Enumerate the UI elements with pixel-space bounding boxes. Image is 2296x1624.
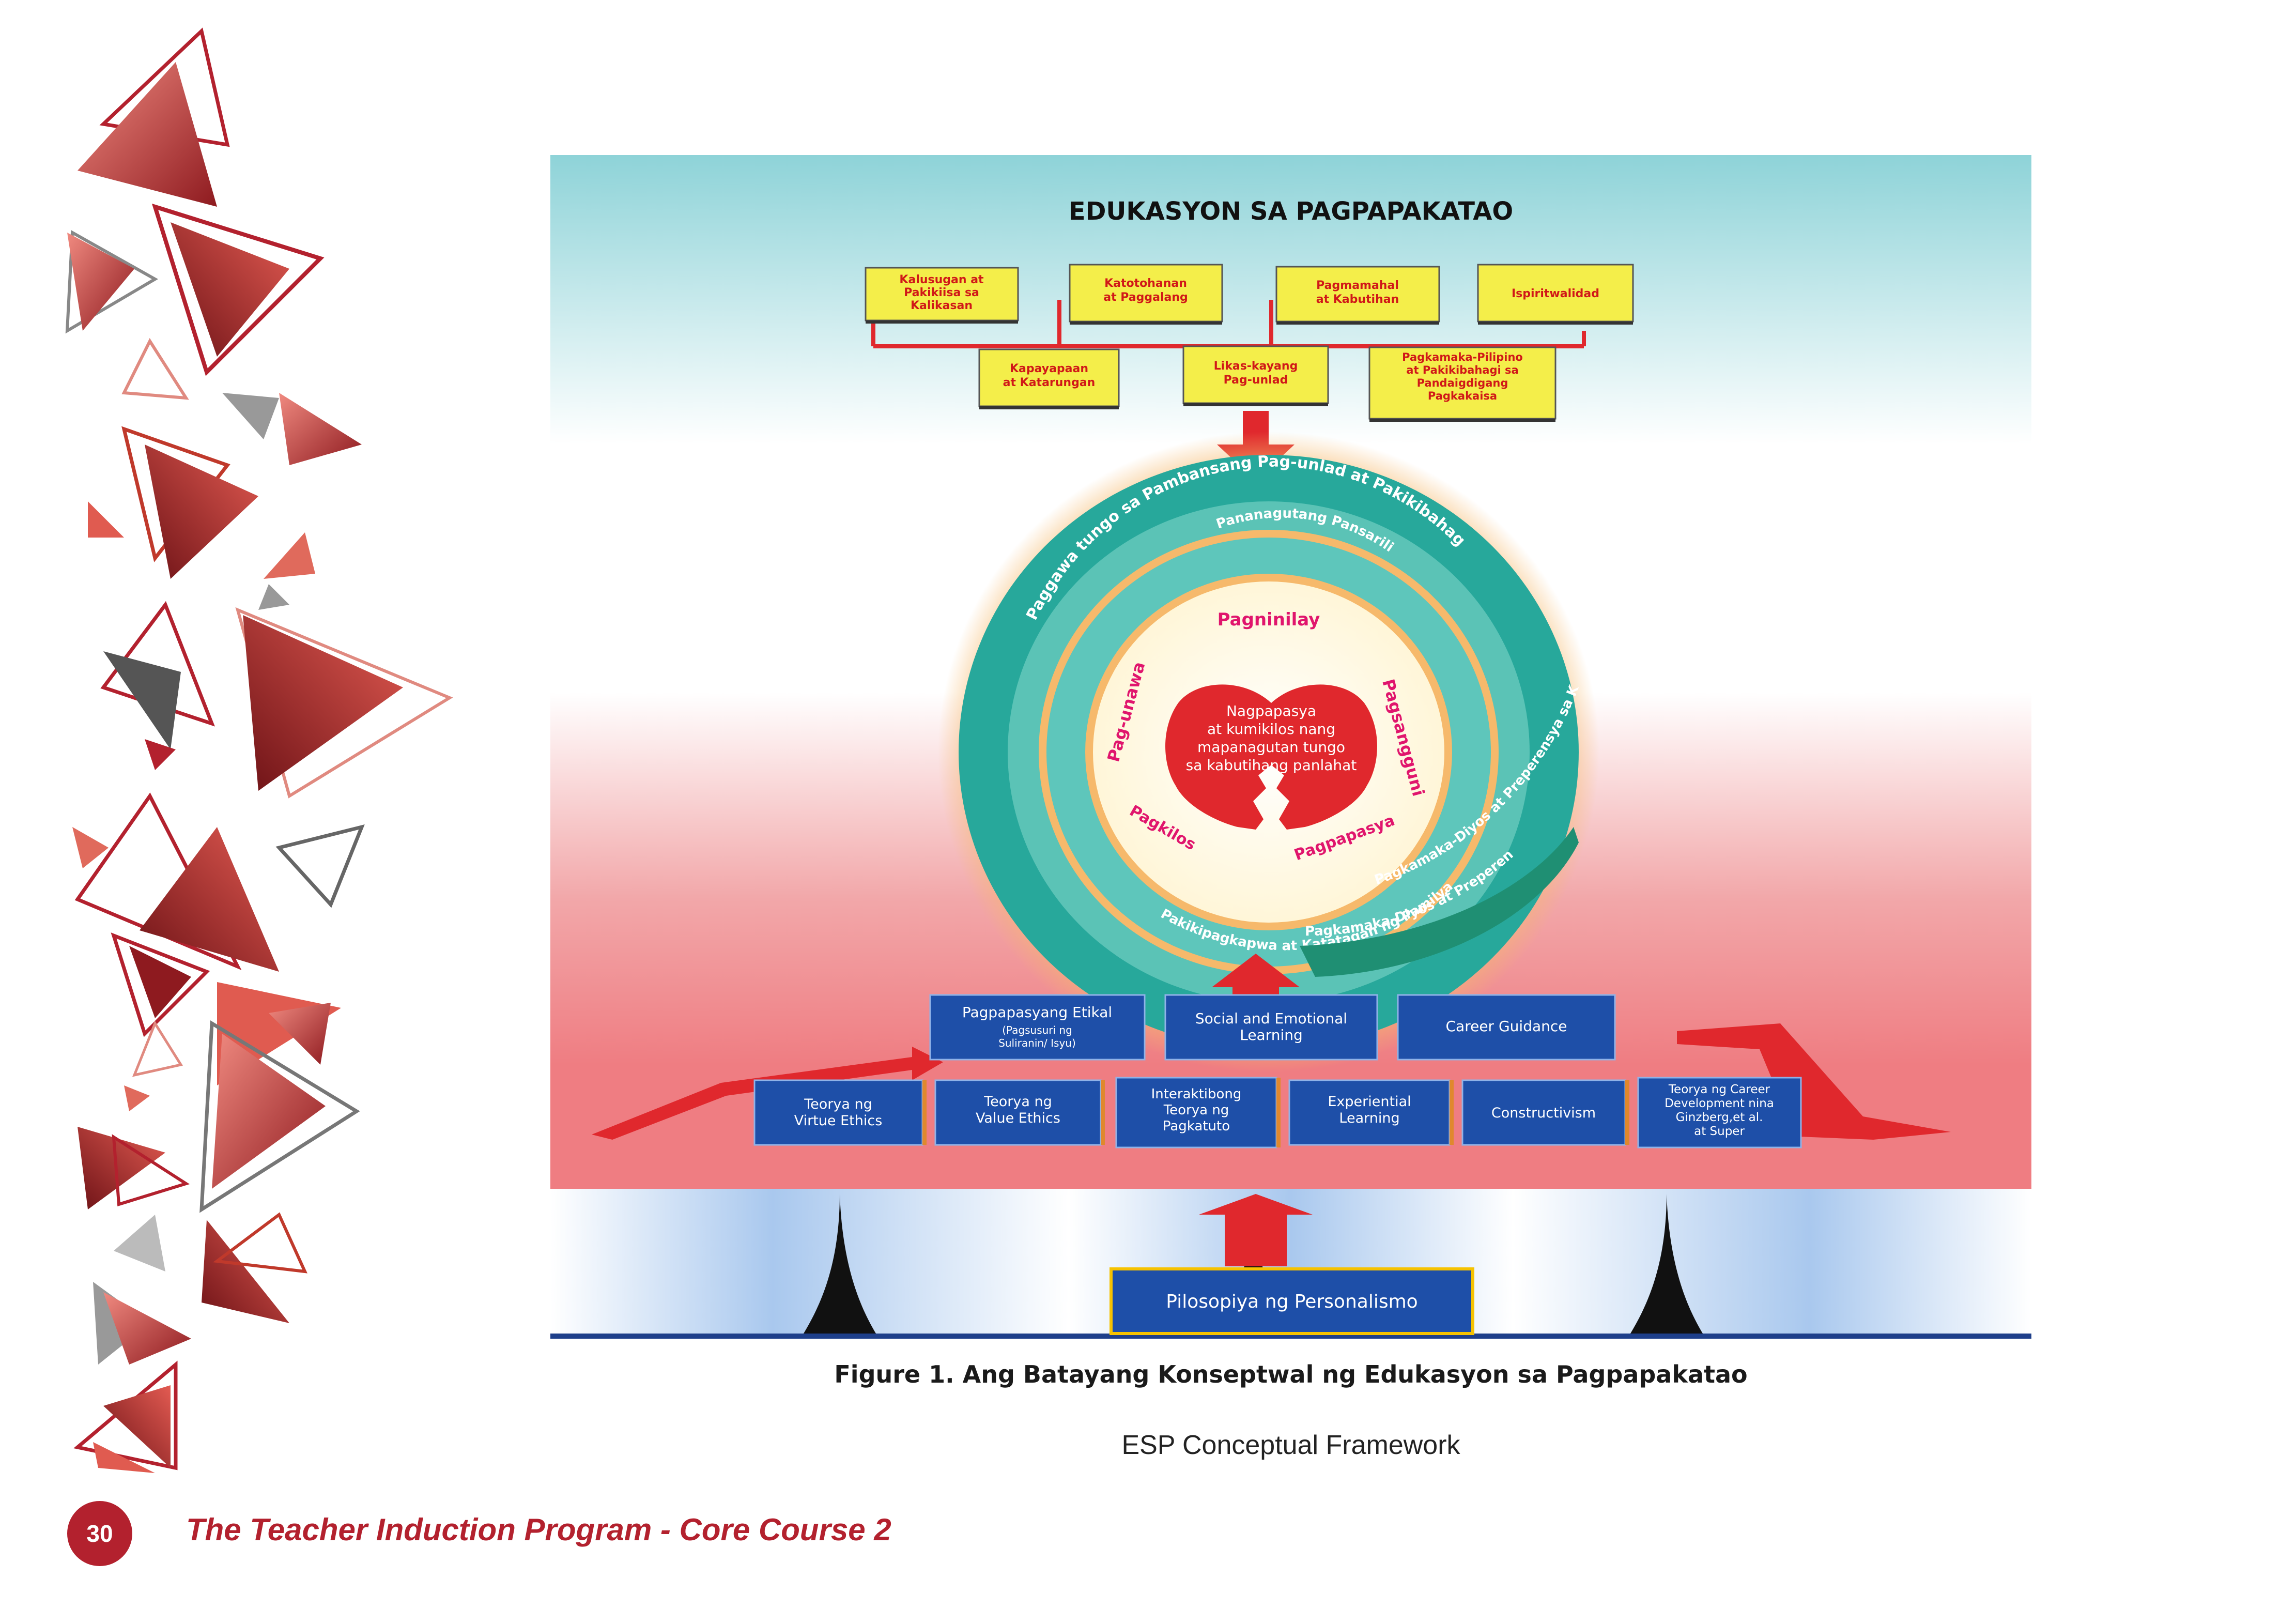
svg-text:at Super: at Super (1694, 1125, 1745, 1138)
svg-text:Nagpapasya: Nagpapasya (1226, 702, 1316, 719)
svg-text:Learning: Learning (1240, 1027, 1303, 1044)
figure-heading: EDUKASYON SA PAGPAPAKATAO (1069, 197, 1513, 226)
decorative-triangles (65, 27, 453, 1473)
value-box: Likas-kayang Pag-unlad (1182, 345, 1329, 406)
svg-text:Pagmamahal: Pagmamahal (1316, 279, 1399, 292)
value-box: Kalusugan at Pakikiisa sa Kalikasan (865, 267, 1019, 324)
arrow-up-foundation (1199, 1194, 1313, 1266)
svg-text:Teorya ng Career: Teorya ng Career (1668, 1083, 1770, 1096)
value-box: Ispiritwalidad (1477, 264, 1634, 325)
svg-text:Teorya ng: Teorya ng (983, 1094, 1052, 1110)
svg-text:Constructivism: Constructivism (1491, 1105, 1596, 1121)
svg-text:Ispiritwalidad: Ispiritwalidad (1512, 287, 1599, 300)
foundation-box: Pilosopiya ng Personalismo (1110, 1267, 1474, 1335)
value-box: Kapayapaan at Katarungan (978, 348, 1120, 409)
svg-text:sa kabutihang panlahat: sa kabutihang panlahat (1186, 757, 1357, 774)
second-values-row: Kapayapaan at Katarungan Likas-kayang Pa… (978, 345, 1557, 422)
svg-text:Pagkatuto: Pagkatuto (1163, 1119, 1230, 1134)
svg-text:Interaktibong: Interaktibong (1151, 1086, 1242, 1102)
svg-text:Katotohanan: Katotohanan (1104, 277, 1187, 290)
footer-course-title: The Teacher Induction Program - Core Cou… (186, 1512, 891, 1547)
svg-text:Pakikiisa sa: Pakikiisa sa (904, 286, 979, 299)
svg-text:at Katarungan: at Katarungan (1003, 376, 1096, 389)
svg-text:at Paggalang: at Paggalang (1103, 291, 1188, 304)
svg-text:Kalikasan: Kalikasan (911, 299, 973, 312)
svg-text:at kumikilos nang: at kumikilos nang (1207, 721, 1335, 738)
svg-text:Virtue Ethics: Virtue Ethics (794, 1113, 883, 1129)
svg-text:Teorya ng: Teorya ng (804, 1096, 872, 1112)
theory-box: Teorya ng Career Development nina Ginzbe… (1637, 1077, 1802, 1148)
svg-text:Learning: Learning (1339, 1110, 1399, 1126)
svg-text:Ginzberg,et al.: Ginzberg,et al. (1676, 1111, 1763, 1124)
svg-text:Career Guidance: Career Guidance (1446, 1018, 1567, 1035)
theory-box: Teorya ng Value Ethics (934, 1079, 1105, 1146)
figure-caption-subtitle: ESP Conceptual Framework (1121, 1430, 1460, 1460)
figure-caption-title: Figure 1. Ang Batayang Konseptwal ng Edu… (834, 1360, 1748, 1388)
svg-text:Likas-kayang: Likas-kayang (1214, 360, 1298, 373)
svg-text:Value Ethics: Value Ethics (976, 1110, 1060, 1126)
page-number-badge: 30 (67, 1501, 132, 1566)
value-box: Pagkamaka-Pilipino at Pakikibahagi sa Pa… (1368, 346, 1557, 422)
theory-box: Experiential Learning (1288, 1079, 1454, 1146)
svg-text:at Pakikibahagi sa: at Pakikibahagi sa (1406, 364, 1518, 376)
approach-row: Pagpapasyang Etikal (Pagsusuri ng Sulira… (929, 994, 1616, 1061)
value-box: Katotohanan at Paggalang (1069, 264, 1223, 325)
top-values-row: Kalusugan at Pakikiisa sa Kalikasan Kato… (865, 264, 1634, 325)
theory-box: Teorya ng Virtue Ethics (753, 1079, 927, 1146)
svg-text:Experiential: Experiential (1328, 1094, 1411, 1110)
svg-text:at Kabutihan: at Kabutihan (1316, 293, 1399, 306)
svg-text:Pagpapasyang Etikal: Pagpapasyang Etikal (962, 1004, 1112, 1021)
process-word-top: Pagninilay (1218, 609, 1320, 630)
triangle-cluster (65, 27, 453, 1473)
svg-text:Social and Emotional: Social and Emotional (1195, 1010, 1347, 1027)
approach-box: Career Guidance (1397, 994, 1616, 1061)
svg-text:Pagkamaka-Pilipino: Pagkamaka-Pilipino (1402, 351, 1523, 363)
svg-text:Suliranin/ Isyu): Suliranin/ Isyu) (998, 1037, 1076, 1049)
svg-text:Pilosopiya ng Personalismo: Pilosopiya ng Personalismo (1166, 1291, 1417, 1312)
side-arrows (592, 1023, 1951, 1140)
svg-text:mapanagutan tungo: mapanagutan tungo (1197, 739, 1345, 756)
approach-box: Pagpapasyang Etikal (Pagsusuri ng Sulira… (929, 994, 1146, 1061)
svg-text:(Pagsusuri ng: (Pagsusuri ng (1002, 1024, 1072, 1036)
center-statement: Nagpapasya at kumikilos nang mapanagutan… (1186, 702, 1357, 774)
approach-box: Social and Emotional Learning (1164, 994, 1378, 1061)
two-heads-icon (1165, 684, 1377, 830)
theory-row: Teorya ng Virtue Ethics Teorya ng Value … (753, 1077, 1802, 1148)
svg-text:Development nina: Development nina (1665, 1097, 1774, 1110)
value-box: Pagmamahal at Kabutihan (1275, 266, 1440, 325)
svg-text:Pandaigdigang: Pandaigdigang (1417, 377, 1508, 389)
theory-box: Interaktibong Teorya ng Pagkatuto (1115, 1077, 1281, 1148)
svg-text:Pagkakaisa: Pagkakaisa (1428, 390, 1497, 402)
svg-text:Teorya ng: Teorya ng (1163, 1102, 1229, 1118)
svg-text:Pag-unlad: Pag-unlad (1224, 374, 1288, 387)
svg-text:Kapayapaan: Kapayapaan (1010, 362, 1088, 375)
svg-text:Kalusugan at: Kalusugan at (899, 273, 984, 286)
theory-box: Constructivism (1461, 1079, 1629, 1146)
esp-conceptual-framework-figure: EDUKASYON SA PAGPAPAKATAO Kalusugan at P… (550, 155, 2031, 1339)
